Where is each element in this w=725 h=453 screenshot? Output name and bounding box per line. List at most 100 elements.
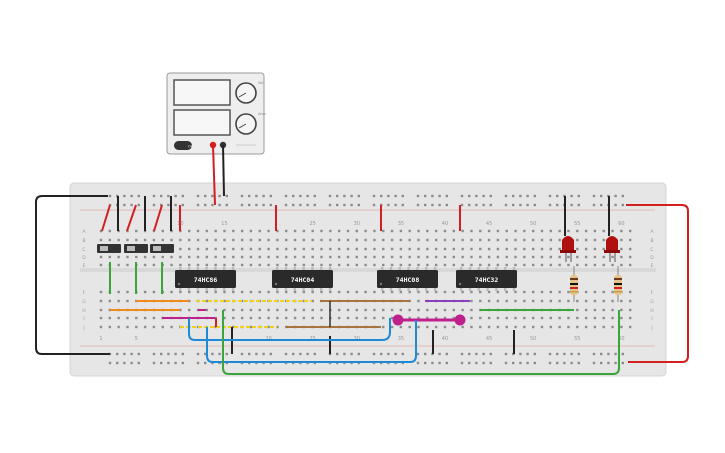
strip-hole[interactable] — [337, 263, 341, 267]
strip-hole[interactable] — [320, 316, 323, 320]
strip-hole[interactable] — [161, 325, 164, 329]
strip-hole[interactable] — [576, 316, 579, 320]
strip-hole[interactable] — [223, 299, 226, 303]
rail-hole[interactable] — [240, 203, 244, 207]
strip-hole[interactable] — [143, 263, 147, 267]
rail-hole[interactable] — [460, 352, 464, 356]
rail-hole[interactable] — [489, 352, 492, 356]
strip-hole[interactable] — [355, 229, 358, 233]
rail-hole[interactable] — [460, 361, 464, 365]
strip-hole[interactable] — [514, 299, 517, 303]
strip-hole[interactable] — [461, 290, 464, 294]
rail-hole[interactable] — [431, 194, 434, 198]
rail-hole[interactable] — [512, 361, 515, 365]
rail-hole[interactable] — [116, 352, 119, 356]
strip-hole[interactable] — [390, 263, 394, 267]
strip-hole[interactable] — [267, 229, 270, 233]
strip-hole[interactable] — [452, 263, 455, 267]
rail-hole[interactable] — [570, 203, 573, 207]
strip-hole[interactable] — [470, 308, 473, 312]
strip-hole[interactable] — [382, 308, 385, 312]
strip-hole[interactable] — [584, 263, 588, 267]
rail-hole[interactable] — [445, 203, 448, 207]
strip-hole[interactable] — [549, 247, 553, 251]
rail-hole[interactable] — [299, 194, 302, 198]
strip-hole[interactable] — [205, 299, 209, 303]
led-1[interactable] — [560, 236, 576, 262]
strip-hole[interactable] — [223, 247, 226, 251]
rail-hole[interactable] — [137, 203, 140, 207]
strip-hole[interactable] — [329, 247, 332, 251]
strip-hole[interactable] — [558, 299, 561, 303]
rail-hole[interactable] — [387, 203, 390, 207]
strip-hole[interactable] — [540, 229, 544, 233]
rail-hole[interactable] — [225, 203, 228, 207]
rail-hole[interactable] — [526, 194, 529, 198]
strip-hole[interactable] — [523, 229, 526, 233]
rail-hole[interactable] — [519, 361, 522, 365]
rail-hole[interactable] — [211, 203, 214, 207]
rail-hole[interactable] — [600, 203, 603, 207]
rail-hole[interactable] — [401, 194, 404, 198]
strip-hole[interactable] — [540, 247, 544, 251]
rail-hole[interactable] — [380, 352, 383, 356]
rail-hole[interactable] — [255, 194, 258, 198]
psu-positive-wire[interactable] — [212, 144, 216, 206]
strip-hole[interactable] — [479, 247, 482, 251]
strip-hole[interactable] — [249, 247, 253, 251]
rail-hole[interactable] — [137, 361, 140, 365]
strip-hole[interactable] — [249, 255, 253, 259]
strip-hole[interactable] — [558, 229, 561, 233]
strip-hole[interactable] — [117, 299, 120, 303]
strip-hole[interactable] — [487, 290, 491, 294]
strip-hole[interactable] — [479, 299, 482, 303]
rail-hole[interactable] — [211, 194, 214, 198]
rail-hole[interactable] — [123, 194, 126, 198]
rail-hole[interactable] — [343, 352, 346, 356]
rail-hole[interactable] — [262, 352, 265, 356]
strip-hole[interactable] — [188, 247, 191, 251]
strip-hole[interactable] — [452, 229, 455, 233]
strip-hole[interactable] — [320, 263, 323, 267]
strip-hole[interactable] — [567, 290, 570, 294]
strip-hole[interactable] — [214, 290, 217, 294]
strip-hole[interactable] — [223, 316, 226, 320]
rail-hole[interactable] — [350, 352, 353, 356]
rail-hole[interactable] — [328, 194, 332, 198]
strip-hole[interactable] — [549, 325, 553, 329]
strip-hole[interactable] — [611, 316, 614, 320]
rail-hole[interactable] — [438, 361, 441, 365]
strip-hole[interactable] — [514, 247, 517, 251]
rail-hole[interactable] — [592, 352, 596, 356]
strip-hole[interactable] — [373, 247, 376, 251]
rail-hole[interactable] — [577, 203, 580, 207]
strip-hole[interactable] — [99, 229, 103, 233]
strip-hole[interactable] — [302, 290, 306, 294]
strip-hole[interactable] — [311, 238, 314, 242]
strip-hole[interactable] — [523, 316, 526, 320]
strip-hole[interactable] — [337, 247, 341, 251]
strip-hole[interactable] — [285, 308, 288, 312]
strip-hole[interactable] — [496, 299, 500, 303]
strip-hole[interactable] — [558, 263, 561, 267]
rail-hole[interactable] — [181, 194, 184, 198]
strip-hole[interactable] — [523, 247, 526, 251]
strip-hole[interactable] — [214, 229, 217, 233]
strip-hole[interactable] — [293, 247, 297, 251]
strip-hole[interactable] — [417, 247, 420, 251]
strip-hole[interactable] — [399, 229, 403, 233]
rail-hole[interactable] — [211, 352, 214, 356]
rail-hole[interactable] — [416, 194, 420, 198]
strip-hole[interactable] — [214, 308, 217, 312]
strip-hole[interactable] — [452, 316, 455, 320]
strip-hole[interactable] — [426, 290, 429, 294]
rail-hole[interactable] — [313, 352, 316, 356]
strip-hole[interactable] — [285, 238, 288, 242]
strip-hole[interactable] — [258, 229, 261, 233]
strip-hole[interactable] — [602, 263, 605, 267]
rail-hole[interactable] — [475, 194, 478, 198]
strip-hole[interactable] — [205, 290, 209, 294]
strip-hole[interactable] — [470, 238, 473, 242]
strip-hole[interactable] — [135, 316, 138, 320]
rail-hole[interactable] — [548, 361, 552, 365]
